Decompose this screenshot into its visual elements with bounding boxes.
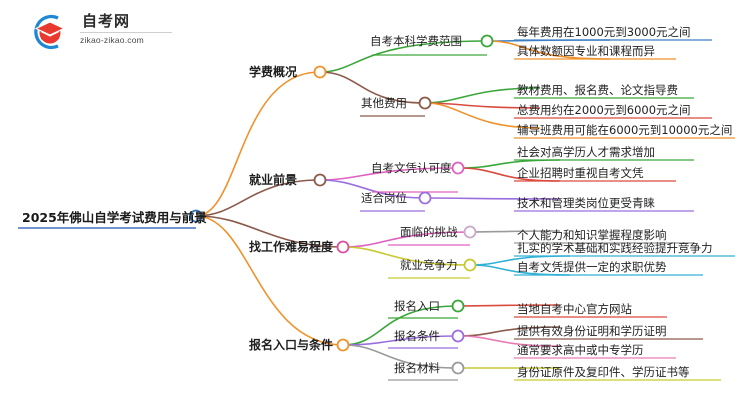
node-circle-1-2 (418, 96, 432, 110)
mindmap-node-面临的挑战[interactable]: 面临的挑战 (400, 225, 458, 239)
root-branch-connectors (195, 71, 344, 346)
node-circle-4-1 (451, 299, 465, 313)
node-circle-branch-2 (313, 173, 327, 187)
mindmap-node-自考文凭认可度[interactable]: 自考文凭认可度 (371, 161, 452, 175)
node-circle-3-1 (463, 225, 477, 239)
branch-4-connectors (342, 304, 561, 369)
mindmap-node-学费概况[interactable]: 学费概况 (249, 65, 298, 79)
mindmap-leaf-3-2-2[interactable]: 自考文凭提供一定的求职优势 (517, 260, 667, 274)
mindmap-node-其他费用[interactable]: 其他费用 (361, 96, 407, 110)
node-circle-branch-3 (336, 240, 350, 254)
branch-3-underlines (388, 242, 735, 279)
branch-2-underlines (360, 159, 694, 212)
branch-1-underlines (360, 39, 735, 139)
node-circle-2-1 (451, 161, 465, 175)
node-circle-3-2 (463, 258, 477, 272)
mindmap-node-报名入口与条件[interactable]: 报名入口与条件 (249, 338, 334, 352)
node-circle-2-2 (418, 191, 432, 205)
mindmap-leaf-2-2-1[interactable]: 技术和管理类岗位更受青睐 (517, 196, 655, 210)
logo-site-url: zikao-zikao.com (80, 35, 144, 45)
mindmap-leaf-4-2-1[interactable]: 提供有效身份证明和学历证明 (517, 324, 667, 338)
mindmap-leaf-2-1-1[interactable]: 社会对高学历人才需求增加 (517, 145, 655, 159)
mindmap-leaf-4-2-2[interactable]: 通常要求高中或中专学历 (517, 343, 644, 357)
mindmap-node-报名条件[interactable]: 报名条件 (394, 329, 440, 343)
node-circle-1-1 (480, 34, 494, 48)
logo-text-block: 自考网 zikao-zikao.com (80, 12, 172, 46)
node-circle-root (189, 209, 203, 223)
mindmap-leaf-1-2-3[interactable]: 辅导班费用可能在6000元到10000元之间 (517, 123, 733, 137)
mindmap-node-就业竞争力[interactable]: 就业竞争力 (400, 258, 458, 272)
mindmap-leaf-1-2-1[interactable]: 教材费用、报名费、论文指导费 (517, 83, 678, 97)
logo-site-name: 自考网 (82, 12, 131, 30)
mindmap-node-报名材料[interactable]: 报名材料 (394, 361, 440, 375)
logo-divider (80, 32, 172, 33)
mindmap-leaf-3-2-1[interactable]: 扎实的学术基础和实践经验提升竞争力 (517, 241, 713, 255)
mindmap-leaf-3-1-1[interactable]: 个人能力和知识掌握程度影响 (517, 228, 667, 242)
mindmap-leaf-4-1-1[interactable]: 当地自考中心官方网站 (517, 302, 632, 316)
mindmap-leaf-1-1-1[interactable]: 每年费用在1000元到3000元之间 (517, 25, 691, 39)
mindmap-root-node[interactable]: 2025年佛山自学考试费用与前景 (22, 210, 207, 225)
mindmap-leaf-1-1-2[interactable]: 具体数额因专业和课程而异 (517, 44, 655, 58)
branch-4-underlines (388, 316, 721, 381)
site-logo[interactable]: 自考网 zikao-zikao.com (28, 10, 173, 54)
mindmap-leaf-2-1-2[interactable]: 企业招聘时重视自考文凭 (517, 166, 644, 180)
node-circles[interactable] (189, 34, 494, 375)
branch-1-connectors (319, 39, 611, 129)
mindmap-node-适合岗位[interactable]: 适合岗位 (361, 191, 407, 205)
mindmap-leaf-4-3-1[interactable]: 身份证原件及复印件、学历证书等 (517, 365, 690, 379)
mindmap-node-报名入口[interactable]: 报名入口 (394, 299, 440, 313)
graduation-cap-icon (34, 14, 66, 50)
mindmap-node-就业前景[interactable]: 就业前景 (249, 173, 298, 187)
node-circle-4-2 (451, 329, 465, 343)
mindmap-node-自考本科学费范围[interactable]: 自考本科学费范围 (370, 34, 462, 48)
mindmap-leaf-1-2-2[interactable]: 总费用约在2000元到6000元之间 (517, 103, 691, 117)
node-circle-branch-4 (336, 338, 350, 352)
mindmap-node-找工作难易程度[interactable]: 找工作难易程度 (249, 240, 334, 254)
node-circle-4-3 (451, 361, 465, 375)
node-circle-branch-1 (313, 65, 327, 79)
